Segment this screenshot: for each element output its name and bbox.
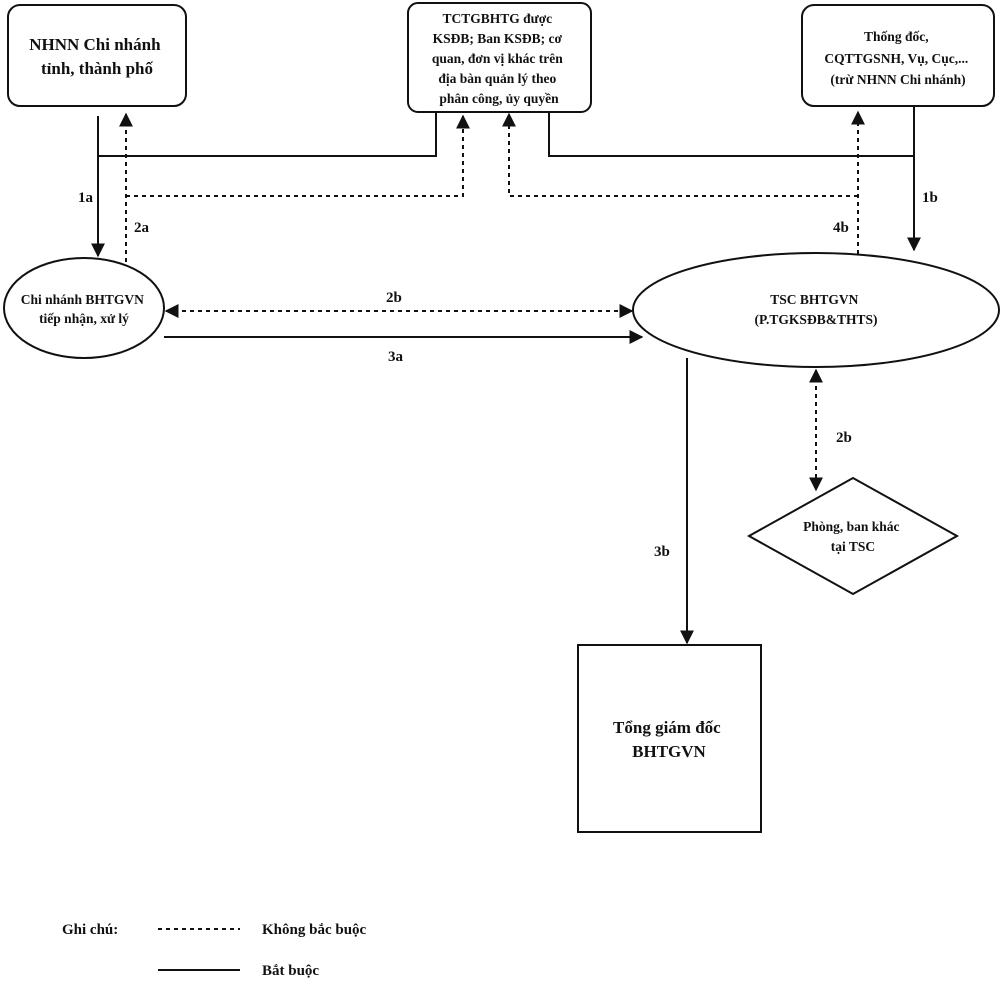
- tctg-line-1: TCTGBHTG được: [442, 11, 552, 26]
- node-governor: Thống đốc, CQTTGSNH, Vụ, Cục,... (trừ NH…: [801, 4, 995, 107]
- tctg-line-4: địa bàn quản lý theo: [438, 71, 556, 86]
- bhtgvn-branch-line-2: tiếp nhận, xử lý: [39, 311, 129, 326]
- edge-label-2b-vertical: 2b: [836, 430, 852, 446]
- edge-label-3a: 3a: [388, 349, 404, 365]
- edge-4b: [502, 110, 865, 254]
- svg-text:Tổng giám đốc BHTGVN: Tổng giám đốc BHTGVN: [613, 718, 725, 761]
- svg-text:Phòng, ban khác tại TSC: Phòng, ban khác tại TSC: [803, 519, 903, 554]
- governor-line-3: (trừ NHNN Chi nhánh): [830, 72, 965, 87]
- node-tctg: TCTGBHTG được KSĐB; Ban KSĐB; cơ quan, đ…: [407, 2, 592, 113]
- tctg-line-5: phân công, ủy quyền: [439, 91, 559, 106]
- svg-text:TSC BHTGVN (P.TGKSĐB&THT: TSC BHTGVN (P.TGKSĐB&THTS): [755, 292, 878, 327]
- edge-label-3b: 3b: [654, 544, 670, 560]
- ceo-line-2: BHTGVN: [632, 742, 706, 761]
- legend: Ghi chú: Không bắc buộc Bắt buộc: [62, 922, 367, 979]
- nhnn-branch-line-1: NHNN Chi nhánh: [29, 35, 161, 54]
- svg-text:Thống đốc, CQTTGSNH, Vụ,: Thống đốc, CQTTGSNH, Vụ, Cục,... (trừ NH…: [824, 29, 971, 87]
- edge-2a: [119, 112, 470, 262]
- svg-text:Chi nhánh BHTGVN tiếp nh: Chi nhánh BHTGVN tiếp nhận, xử lý: [21, 292, 147, 326]
- node-departments: Phòng, ban khác tại TSC: [746, 476, 960, 596]
- edge-label-2a: 2a: [134, 220, 150, 236]
- governor-line-2: CQTTGSNH, Vụ, Cục,...: [824, 51, 968, 66]
- svg-text:TCTGBHTG được KSĐB; Ban: TCTGBHTG được KSĐB; Ban KSĐB; cơ quan, đ…: [432, 11, 566, 106]
- edge-label-1a: 1a: [78, 190, 94, 206]
- edge-label-4b: 4b: [833, 220, 849, 236]
- legend-optional-label: Không bắc buộc: [262, 922, 367, 938]
- tctg-line-2: KSĐB; Ban KSĐB; cơ: [433, 31, 563, 46]
- tctg-line-3: quan, đơn vị khác trên: [432, 51, 563, 66]
- node-ceo: Tổng giám đốc BHTGVN: [577, 644, 762, 833]
- edge-label-2b-horizontal: 2b: [386, 290, 402, 306]
- tsc-line-1: TSC BHTGVN: [770, 292, 858, 307]
- edge-1b: [548, 106, 921, 252]
- governor-line-1: Thống đốc,: [864, 29, 929, 44]
- node-tsc: TSC BHTGVN (P.TGKSĐB&THTS): [632, 252, 1000, 368]
- nhnn-branch-line-2: tỉnh, thành phố: [41, 59, 153, 78]
- bhtgvn-branch-line-1: Chi nhánh BHTGVN: [21, 292, 144, 307]
- departments-line-2: tại TSC: [831, 539, 875, 554]
- node-bhtgvn-branch: Chi nhánh BHTGVN tiếp nhận, xử lý: [3, 257, 165, 359]
- departments-line-1: Phòng, ban khác: [803, 519, 899, 534]
- legend-title: Ghi chú:: [62, 922, 118, 938]
- edge-label-1b: 1b: [922, 190, 938, 206]
- svg-text:NHNN Chi nhánh tỉnh, thà: NHNN Chi nhánh tỉnh, thành phố: [29, 35, 165, 78]
- node-nhnn-branch: NHNN Chi nhánh tỉnh, thành phố: [7, 4, 187, 107]
- tsc-line-2: (P.TGKSĐB&THTS): [755, 312, 878, 327]
- edge-1a: [91, 112, 437, 258]
- legend-mandatory-label: Bắt buộc: [262, 963, 319, 979]
- ceo-line-1: Tổng giám đốc: [613, 718, 721, 737]
